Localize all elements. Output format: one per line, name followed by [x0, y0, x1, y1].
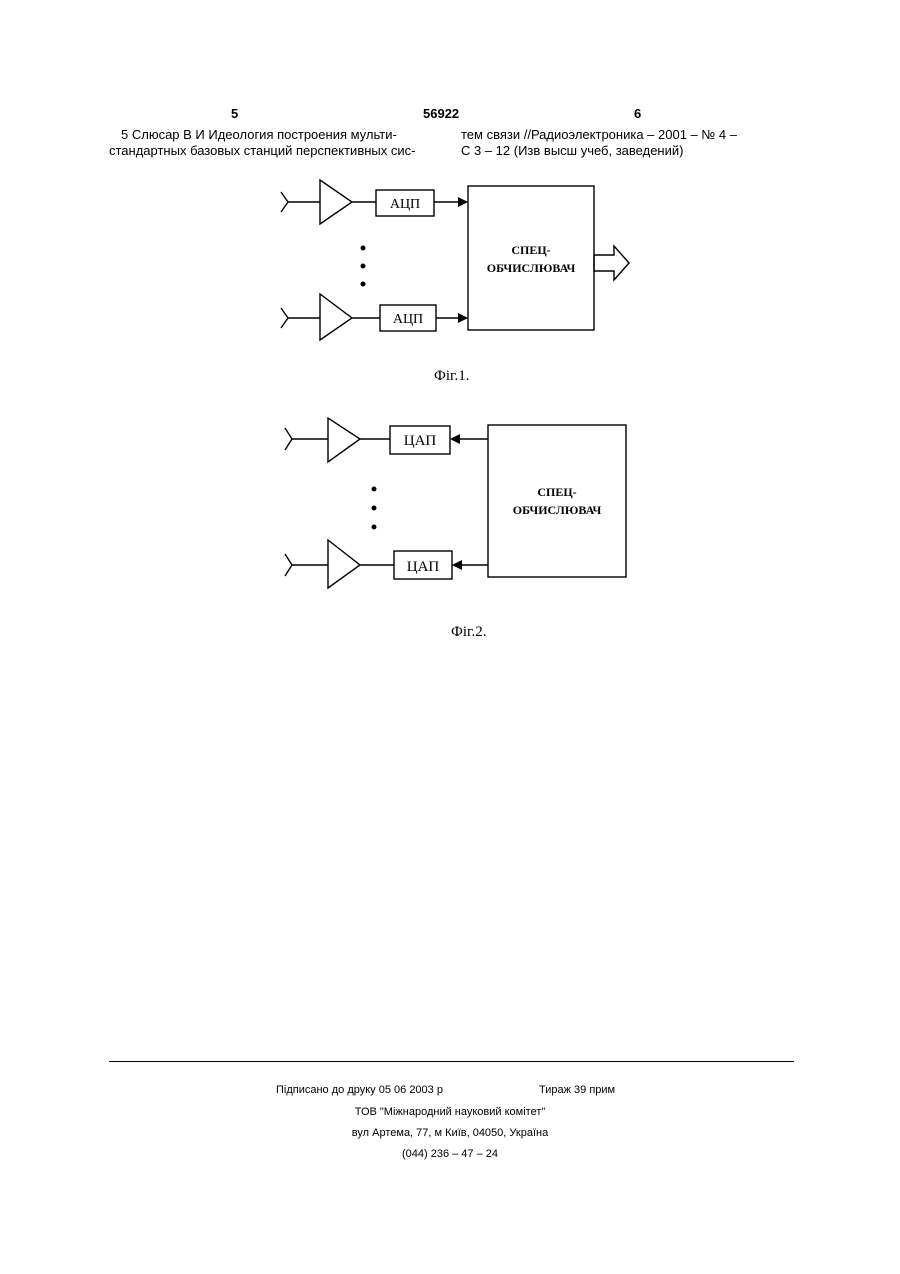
- amplifier-icon: [328, 418, 360, 462]
- footer-divider: [109, 1061, 794, 1062]
- antenna-icon: [285, 554, 292, 576]
- antenna-icon: [281, 308, 288, 328]
- block-label-line-2: ОБЧИСЛЮВАЧ: [487, 261, 576, 275]
- ellipsis-dot: [361, 246, 366, 251]
- ellipsis-dot: [372, 525, 377, 530]
- adc-label-top: АЦП: [390, 197, 420, 212]
- footer-phone: (044) 236 – 47 – 24: [0, 1148, 900, 1160]
- dac-label-bottom: ЦАП: [407, 559, 440, 575]
- figure-1-diagram: АЦП АЦП СПЕЦ- ОБЧИСЛЮВАЧ ЦАП ЦАП СПЕЦ- О…: [0, 0, 900, 700]
- special-processor-block: [468, 186, 594, 330]
- footer-organization: ТОВ "Міжнародний науковий комітет": [0, 1106, 900, 1118]
- output-arrow-icon: [594, 246, 629, 280]
- ellipsis-dot: [372, 487, 377, 492]
- dac-label-top: ЦАП: [404, 433, 437, 449]
- ellipsis-dot: [361, 264, 366, 269]
- footer-signed: Підписано до друку 05 06 2003 р: [276, 1084, 443, 1096]
- adc-label-bottom: АЦП: [393, 312, 423, 327]
- block2-label-line-2: ОБЧИСЛЮВАЧ: [513, 503, 602, 517]
- arrowhead-icon: [458, 313, 468, 323]
- arrowhead-icon: [452, 560, 462, 570]
- footer-address: вул Артема, 77, м Київ, 04050, Україна: [0, 1127, 900, 1139]
- ellipsis-dot: [361, 282, 366, 287]
- block-label-line-1: СПЕЦ-: [511, 243, 550, 257]
- arrowhead-icon: [458, 197, 468, 207]
- figure-2-caption: Фіг.2.: [451, 624, 486, 641]
- amplifier-icon: [328, 540, 360, 588]
- special-processor-block-2: [488, 425, 626, 577]
- footer-circulation: Тираж 39 прим: [539, 1084, 615, 1096]
- ellipsis-dot: [372, 506, 377, 511]
- block2-label-line-1: СПЕЦ-: [537, 485, 576, 499]
- amplifier-icon: [320, 180, 352, 224]
- antenna-icon: [281, 192, 288, 212]
- arrowhead-icon: [450, 434, 460, 444]
- figure-1-caption: Фіг.1.: [434, 368, 469, 385]
- amplifier-icon: [320, 294, 352, 340]
- antenna-icon: [285, 428, 292, 450]
